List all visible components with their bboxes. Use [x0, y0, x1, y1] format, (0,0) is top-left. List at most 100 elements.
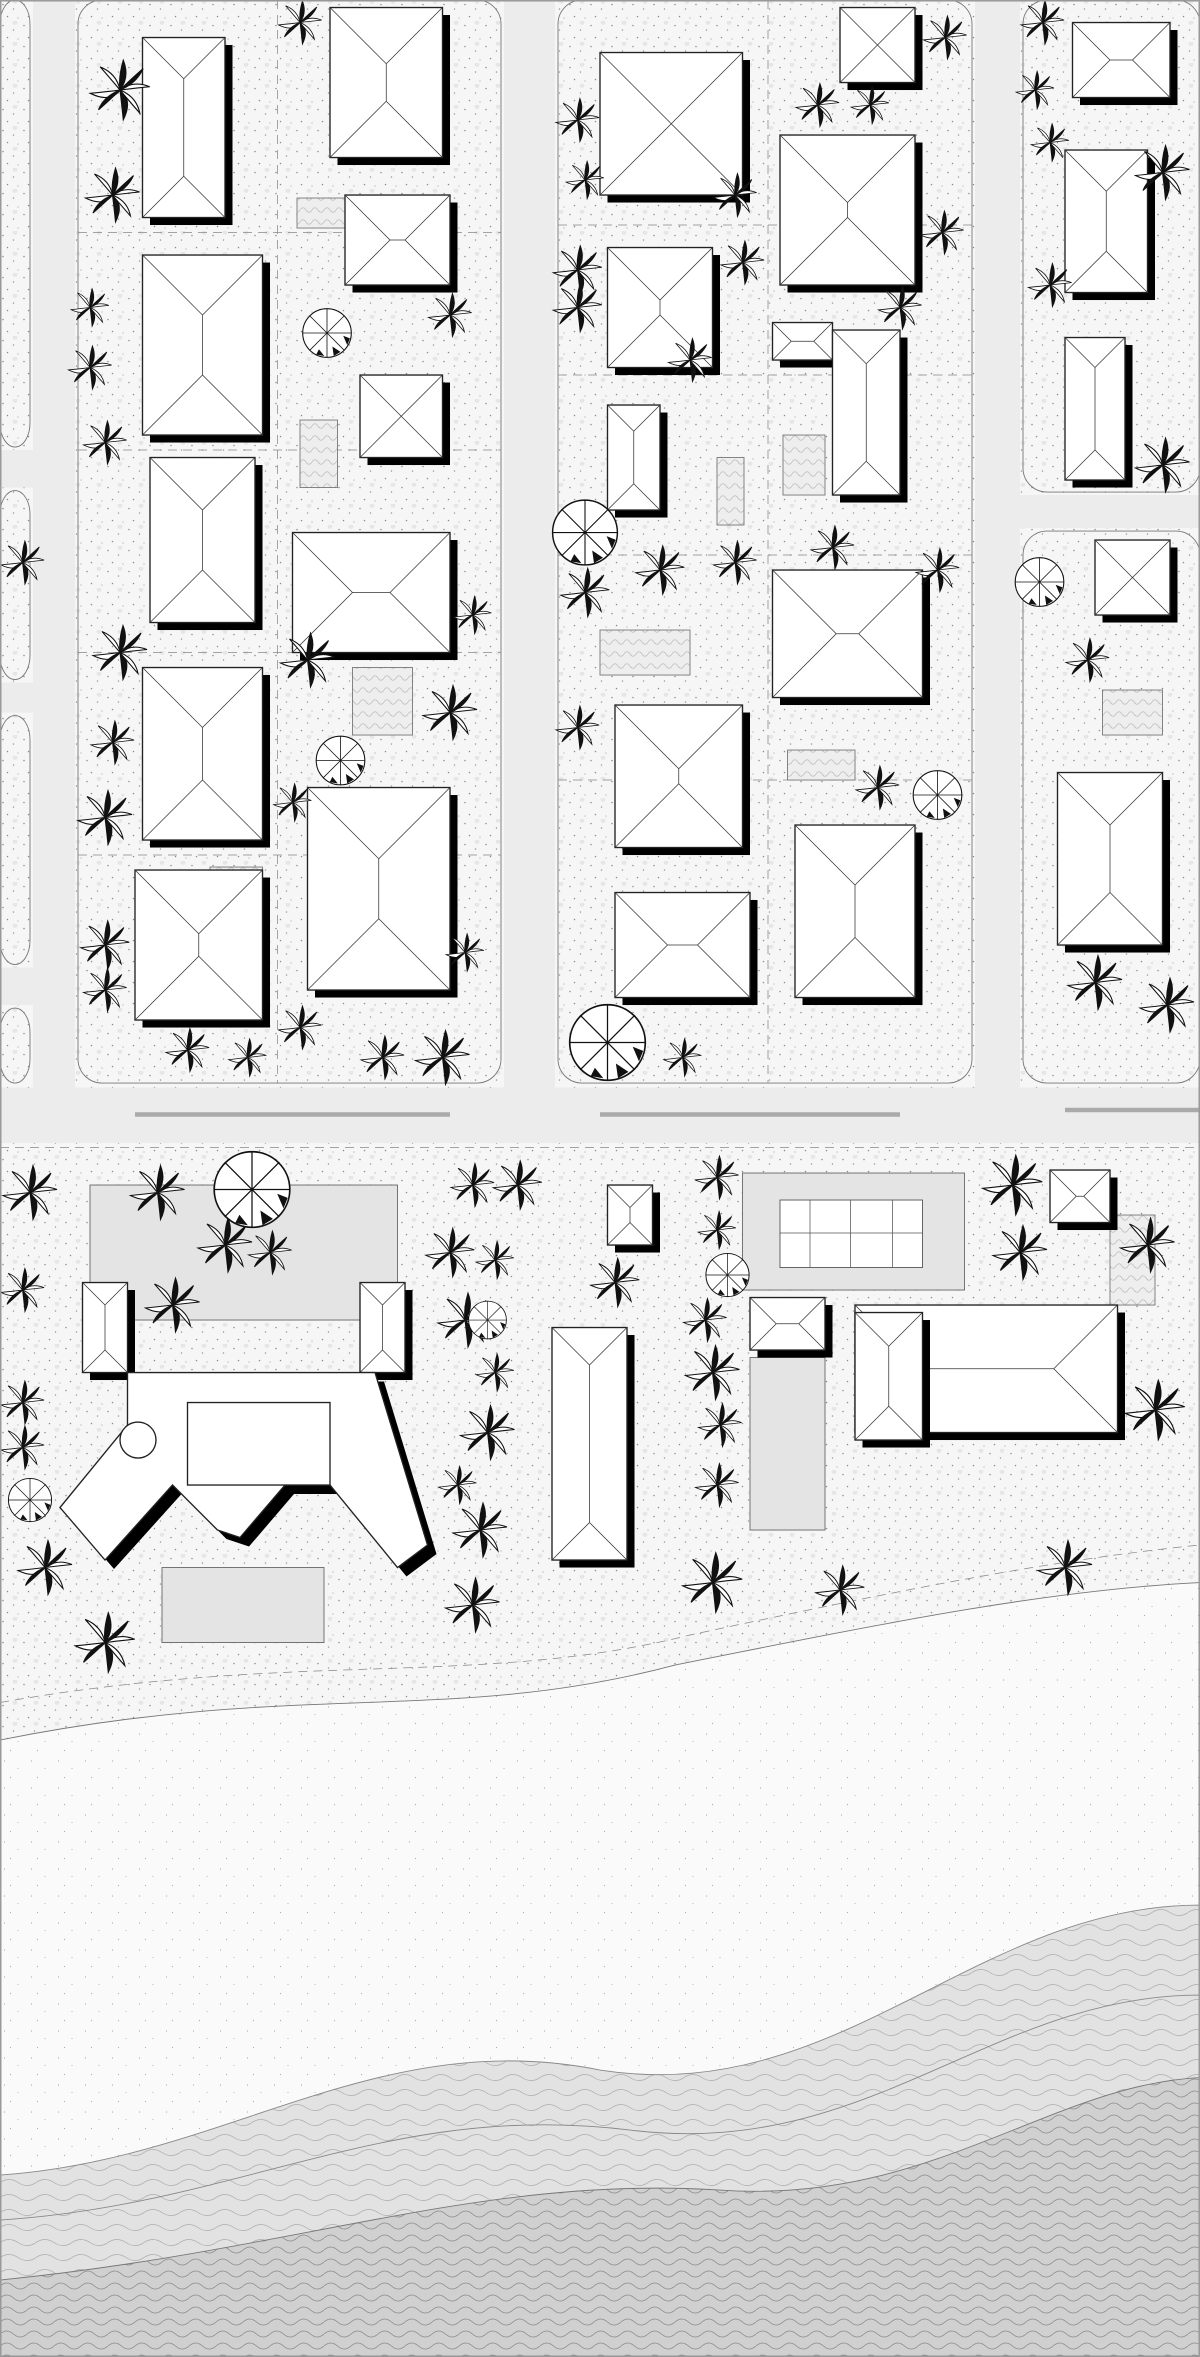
house [344, 194, 458, 293]
road [0, 967, 33, 1006]
house [1064, 149, 1155, 301]
house [141, 666, 270, 848]
round-canopy-tree-icon [568, 1003, 647, 1082]
roof-ridge [599, 52, 743, 196]
house [794, 824, 923, 1006]
house [749, 1296, 833, 1358]
round-canopy-tree-icon [7, 1477, 53, 1523]
roof-ridge [607, 1184, 653, 1246]
house [606, 404, 668, 518]
house [306, 786, 458, 998]
lot-block [0, 0, 31, 448]
road [1020, 495, 1200, 529]
roof [1056, 771, 1164, 946]
deep-water [0, 2077, 1200, 2357]
sea [0, 1904, 1200, 2357]
round-canopy-tree-icon [213, 1150, 291, 1229]
roof-ridge [607, 247, 713, 368]
pool-or-paving [296, 197, 350, 229]
roof-ridge [82, 1282, 128, 1373]
roof-ridge [134, 869, 263, 1021]
roof-ridge [854, 1312, 923, 1441]
buildings [59, 6, 1178, 1577]
roof-ridge [307, 787, 451, 991]
road-network [0, 0, 1200, 1144]
roof-ridge [1064, 337, 1126, 481]
house [606, 1184, 660, 1253]
house [551, 1326, 635, 1568]
pool-or-paving [599, 629, 691, 676]
house [614, 704, 750, 856]
roof-ridge [1094, 539, 1171, 616]
tennis-court [779, 1199, 923, 1268]
round-canopy-tree-icon [551, 499, 619, 566]
road [975, 0, 1020, 1141]
roof-ridge [1057, 772, 1163, 946]
house [359, 1281, 413, 1381]
round-canopy-tree-icon [912, 770, 963, 820]
roof-ridge [794, 824, 916, 998]
roof-ridge [832, 329, 901, 496]
roof-ridge [839, 7, 916, 83]
road [504, 0, 555, 1141]
lot-block [0, 715, 31, 965]
roof [1049, 1169, 1111, 1224]
roof-ridge [614, 892, 751, 998]
roof-ridge [292, 532, 451, 653]
round-canopy-tree-icon [468, 1300, 507, 1340]
house [81, 1281, 135, 1381]
house [1056, 771, 1170, 953]
round-canopy-tree-icon [705, 1252, 750, 1298]
pool-or-paving [161, 1567, 325, 1643]
roof-ridge [142, 37, 226, 218]
roof-ridge [1064, 149, 1148, 293]
house [614, 891, 758, 1006]
house [1049, 1169, 1118, 1231]
roof-ridge [329, 7, 443, 158]
roof-ridge [1072, 22, 1171, 98]
lot-block [0, 1007, 31, 1084]
roof-ridge [142, 667, 263, 841]
pool-or-paving [352, 667, 413, 736]
pool-or-paving [716, 457, 745, 526]
gazebo-roof [119, 1421, 157, 1459]
pool-or-paving [787, 749, 856, 781]
roof-court [186, 1401, 331, 1486]
pool-or-paving [1102, 689, 1163, 736]
roof-ridge [551, 1327, 628, 1561]
roof-ridge [772, 322, 833, 361]
roof-ridge [359, 1282, 406, 1373]
house [1094, 539, 1178, 623]
house [779, 134, 923, 293]
house [771, 569, 930, 706]
roof [329, 6, 444, 159]
house [839, 6, 923, 91]
roof-ridge [779, 134, 916, 286]
house [1071, 21, 1178, 106]
road [0, 450, 33, 488]
pool-or-paving [782, 434, 826, 496]
road [0, 682, 33, 713]
lot-block [0, 490, 31, 680]
pool-or-paving [749, 1357, 826, 1531]
roof-ridge [359, 374, 443, 458]
house [291, 531, 458, 661]
roof-ridge [607, 404, 661, 511]
tennis-court-lines [780, 1200, 923, 1268]
house [599, 51, 750, 203]
house [831, 329, 908, 503]
house [149, 456, 263, 631]
round-canopy-tree-icon [315, 735, 366, 786]
round-canopy-tree-icon [302, 308, 352, 358]
roof-ridge [614, 704, 743, 848]
house [134, 869, 270, 1028]
house [854, 1311, 930, 1448]
pool-or-paving [299, 419, 338, 488]
roof-ridge [772, 569, 923, 698]
house [1064, 336, 1133, 488]
roof-ridge [1049, 1169, 1111, 1223]
house [359, 374, 450, 466]
roof [149, 456, 256, 624]
